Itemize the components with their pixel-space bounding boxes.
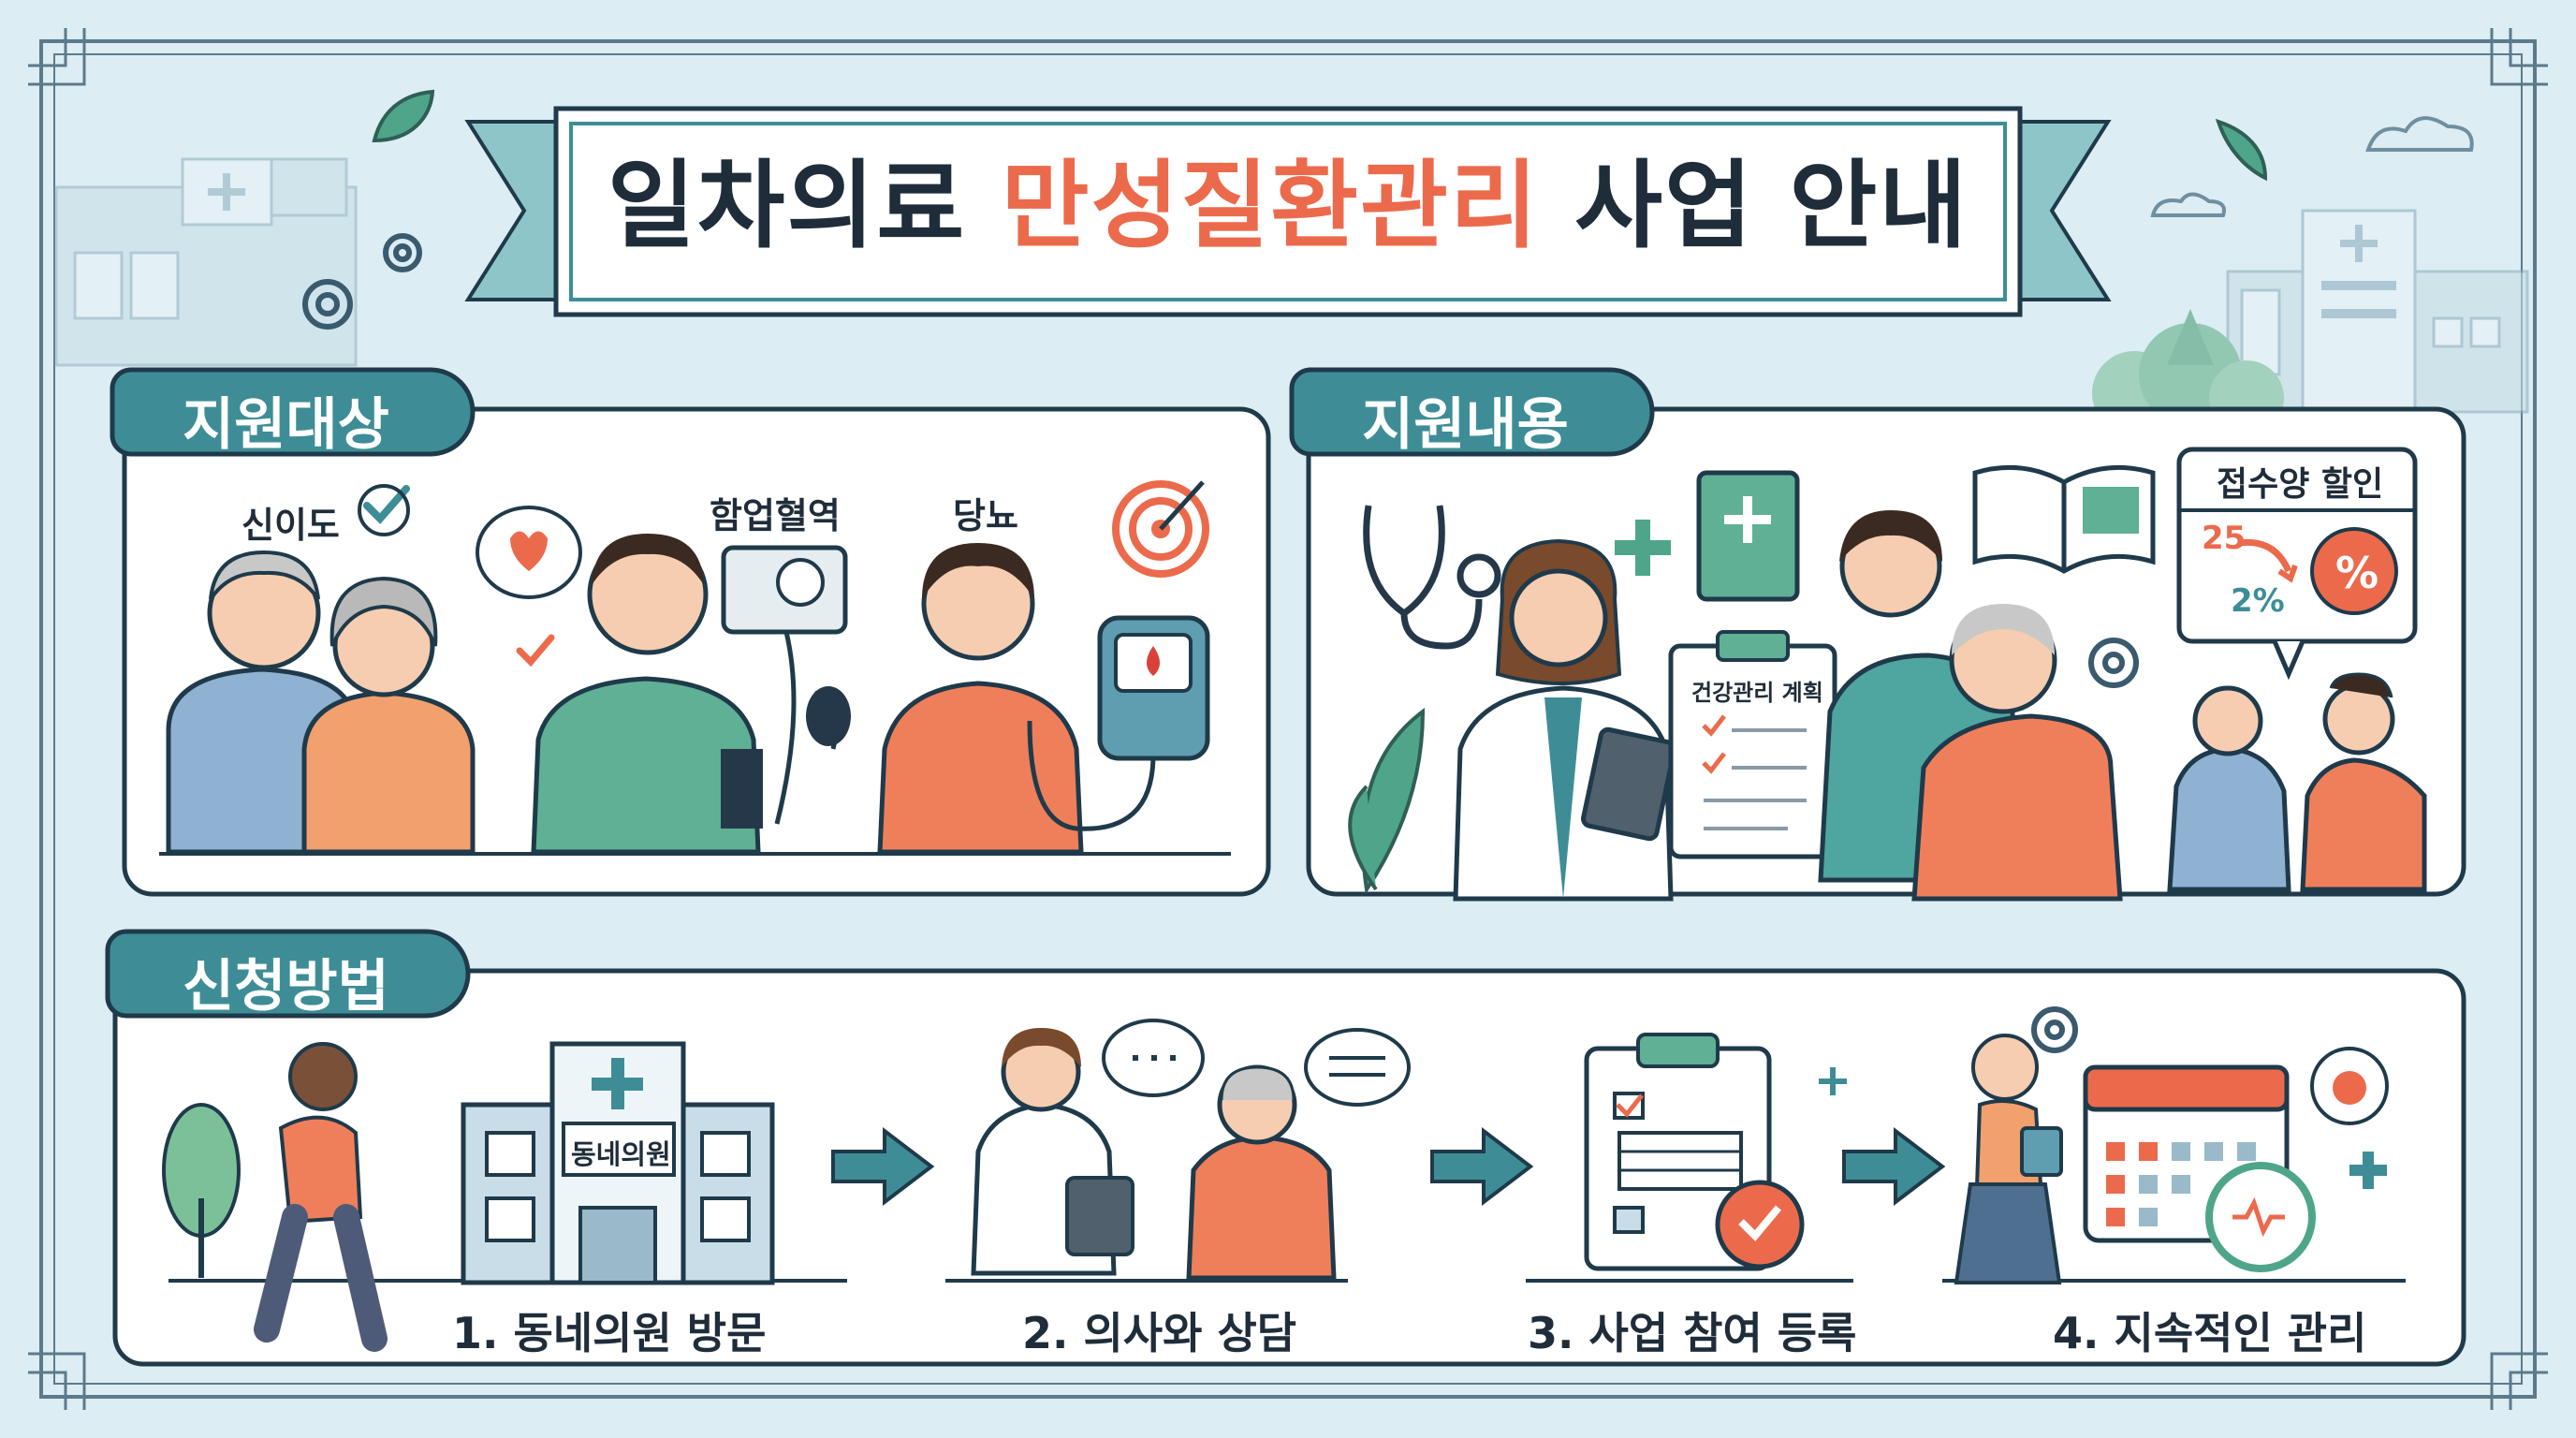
consulting-pair-illustration <box>2167 672 2427 892</box>
gear-icon <box>302 233 422 330</box>
clinic-building <box>461 1041 775 1285</box>
section-header-method: 신청방법 <box>183 954 389 1020</box>
leaf-icon <box>372 89 2268 182</box>
discount-from: 25 <box>2202 520 2247 557</box>
plus-icon <box>1615 520 1671 576</box>
tree-icon <box>162 1103 241 1278</box>
consultation-illustration <box>971 1019 1411 1281</box>
hypertension-illustration <box>476 506 851 855</box>
ongoing-care-woman-illustration <box>1954 1034 2063 1284</box>
gear-icon <box>2031 1006 2078 1053</box>
discount-badge: % <box>2335 548 2379 598</box>
section-header-content: 지원내용 <box>1362 392 1569 458</box>
cloud-icon <box>2150 116 2474 217</box>
stethoscope-icon <box>1363 505 1501 650</box>
step-4-label: 4. 지속적인 관리 <box>2053 1308 2367 1358</box>
step-2-label: 2. 의사와 상담 <box>1022 1308 1297 1358</box>
step-1-label: 1. 동네의원 방문 <box>452 1308 767 1358</box>
title-banner <box>464 106 2112 317</box>
corner-ornaments <box>28 28 2548 1410</box>
doctor-illustration <box>1453 538 1677 902</box>
discount-title: 접수양 할인 <box>2217 465 2384 504</box>
walking-person-illustration <box>254 1042 388 1352</box>
leaf-plant-icon <box>1348 707 1426 895</box>
gear-icon <box>2088 638 2139 688</box>
health-plan-clipboard <box>1668 630 1837 859</box>
medical-book-icon <box>1696 470 1800 602</box>
outer-frame <box>39 39 2537 1399</box>
plus-icon <box>1819 1067 1847 1095</box>
title-highlight: 만성질환관리 <box>1001 151 1540 262</box>
health-plan-label: 건강관리 계획 <box>1691 680 1823 706</box>
hospital-left-background <box>54 157 358 367</box>
diabetes-illustration <box>877 480 1210 855</box>
target-label-hypertension: 함업혈역 <box>710 495 841 536</box>
discount-card <box>2176 447 2418 681</box>
target-label-elderly: 신이도 <box>242 505 340 546</box>
clinic-sign: 동네의원 <box>571 1138 671 1170</box>
apple-bubble-icon <box>2310 1047 2389 1125</box>
hospital-right-background <box>2092 209 2529 435</box>
page-title: 일차의료 만성질환관리 사업 안내 <box>607 151 1969 262</box>
elderly-couple-illustration <box>166 484 476 855</box>
section-header-target: 지원대상 <box>183 392 389 458</box>
elderly-patient-illustration <box>1911 604 2123 902</box>
target-label-diabetes: 당뇨 <box>953 495 1018 536</box>
calendar-icon <box>2083 1064 2316 1272</box>
open-book-icon <box>1972 464 2156 574</box>
step-arrow-icon <box>831 1126 1946 1207</box>
step-3-label: 3. 사업 참여 등록 <box>1528 1308 1857 1358</box>
plus-icon <box>2349 1152 2387 1189</box>
discount-to: 2% <box>2231 582 2285 620</box>
registration-clipboard <box>1584 1033 1805 1271</box>
